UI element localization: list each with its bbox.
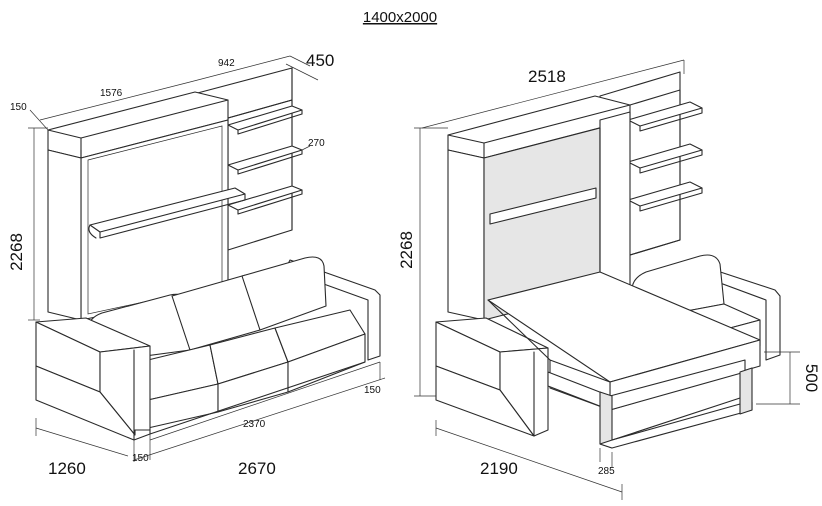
sofa-left	[35, 256, 381, 441]
dim-shelf-depth: 450	[306, 51, 334, 70]
right-view: 2268 2518 500 2190 285	[397, 59, 821, 500]
dim-top-thickness: 150	[10, 102, 27, 113]
dim-cabinet-width: 1576	[100, 88, 123, 99]
open-mattress	[487, 271, 761, 449]
bed-cabinet-closed	[47, 91, 246, 321]
dim-sofa-width: 2370	[243, 419, 266, 430]
left-dimensions: 2268 150 1576 942 450 270 2370 150	[7, 51, 386, 478]
dim-leg-offset: 285	[598, 466, 615, 477]
dim-total-width: 2670	[238, 459, 276, 478]
dim-armrest-right: 150	[364, 385, 381, 396]
dim-shelf-gap: 270	[308, 138, 325, 149]
dim-height-right: 2268	[397, 231, 416, 269]
left-view: 2268 150 1576 942 450 270 2370 150	[7, 51, 386, 478]
dim-bed-height: 500	[802, 364, 821, 392]
dim-armrest-left: 150	[132, 453, 149, 464]
drawing-title: 1400x2000	[363, 9, 437, 26]
dim-total-width-right: 2518	[528, 67, 566, 86]
dim-depth: 1260	[48, 459, 86, 478]
dim-open-depth: 2190	[480, 459, 518, 478]
armrest-right-view	[435, 317, 549, 437]
dim-height-left: 2268	[7, 233, 26, 271]
right-dimensions: 2268 2518 500 2190 285	[397, 59, 821, 500]
dim-shelf-width: 942	[218, 58, 235, 69]
